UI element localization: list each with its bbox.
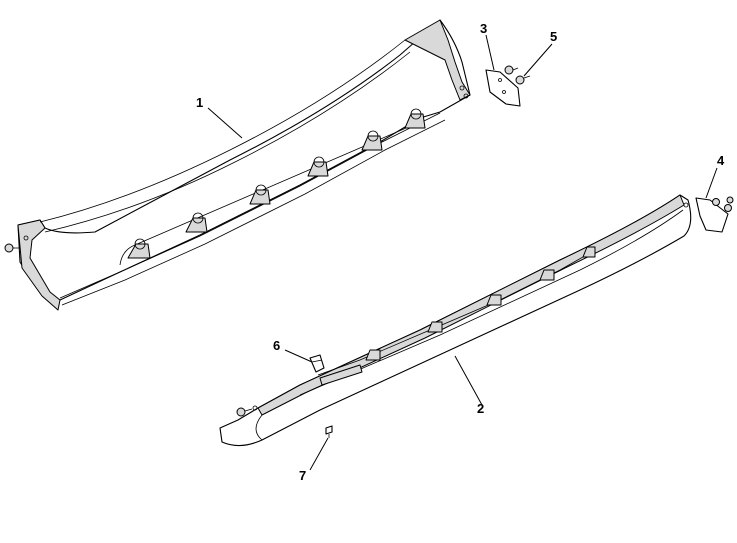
part-6-clip bbox=[309, 354, 325, 373]
part-2-side-sill-molding bbox=[219, 194, 692, 447]
callout-3: 3 bbox=[480, 21, 487, 36]
part-4-end-cap bbox=[695, 196, 734, 233]
part-1-side-sill-molding bbox=[4, 19, 471, 311]
part-1-end-screw bbox=[4, 243, 20, 253]
part-2-clip-mounts bbox=[319, 246, 596, 386]
callout-5: 5 bbox=[550, 29, 557, 44]
callout-2: 2 bbox=[477, 401, 484, 416]
callout-labels: 1 2 3 4 5 6 7 bbox=[196, 21, 725, 483]
part-2-end-screw bbox=[236, 407, 253, 417]
part-1-clip-mounts bbox=[127, 108, 426, 259]
part-7-fastener bbox=[325, 425, 333, 438]
part-5-screws bbox=[504, 65, 531, 85]
part-3-end-cap bbox=[485, 69, 521, 107]
callout-1: 1 bbox=[196, 95, 203, 110]
callout-6: 6 bbox=[273, 338, 280, 353]
callout-leaders bbox=[207, 34, 718, 471]
callout-4: 4 bbox=[717, 153, 725, 168]
callout-7: 7 bbox=[299, 468, 306, 483]
